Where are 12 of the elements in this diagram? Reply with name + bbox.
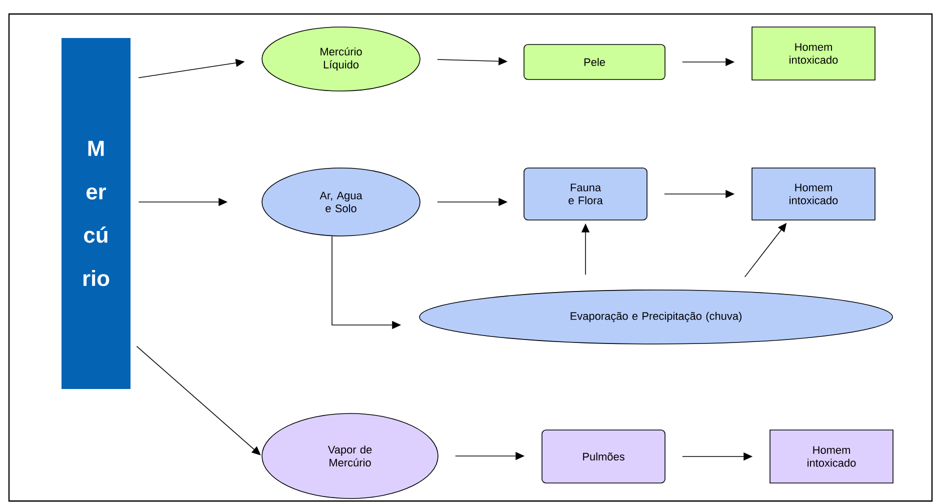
ellipse-node: Mercúrio Líquido <box>262 26 420 92</box>
process-box: Homem intoxicado <box>752 26 876 80</box>
arrow <box>136 346 261 456</box>
process-box: Homem intoxicado <box>770 430 894 484</box>
title-bar: Mercúrio <box>62 38 130 389</box>
process-box: Homem intoxicado <box>752 168 876 220</box>
ellipse-node: Vapor de Mercúrio <box>262 413 438 499</box>
ellipse-node: Evaporação e Precipitação (chuva) <box>419 290 893 344</box>
process-box: Pele <box>524 44 666 80</box>
process-box: Fauna e Flora <box>524 168 648 220</box>
process-box: Pulmões <box>542 430 666 484</box>
ellipse-node: Ar, Agua e Solo <box>262 168 420 236</box>
